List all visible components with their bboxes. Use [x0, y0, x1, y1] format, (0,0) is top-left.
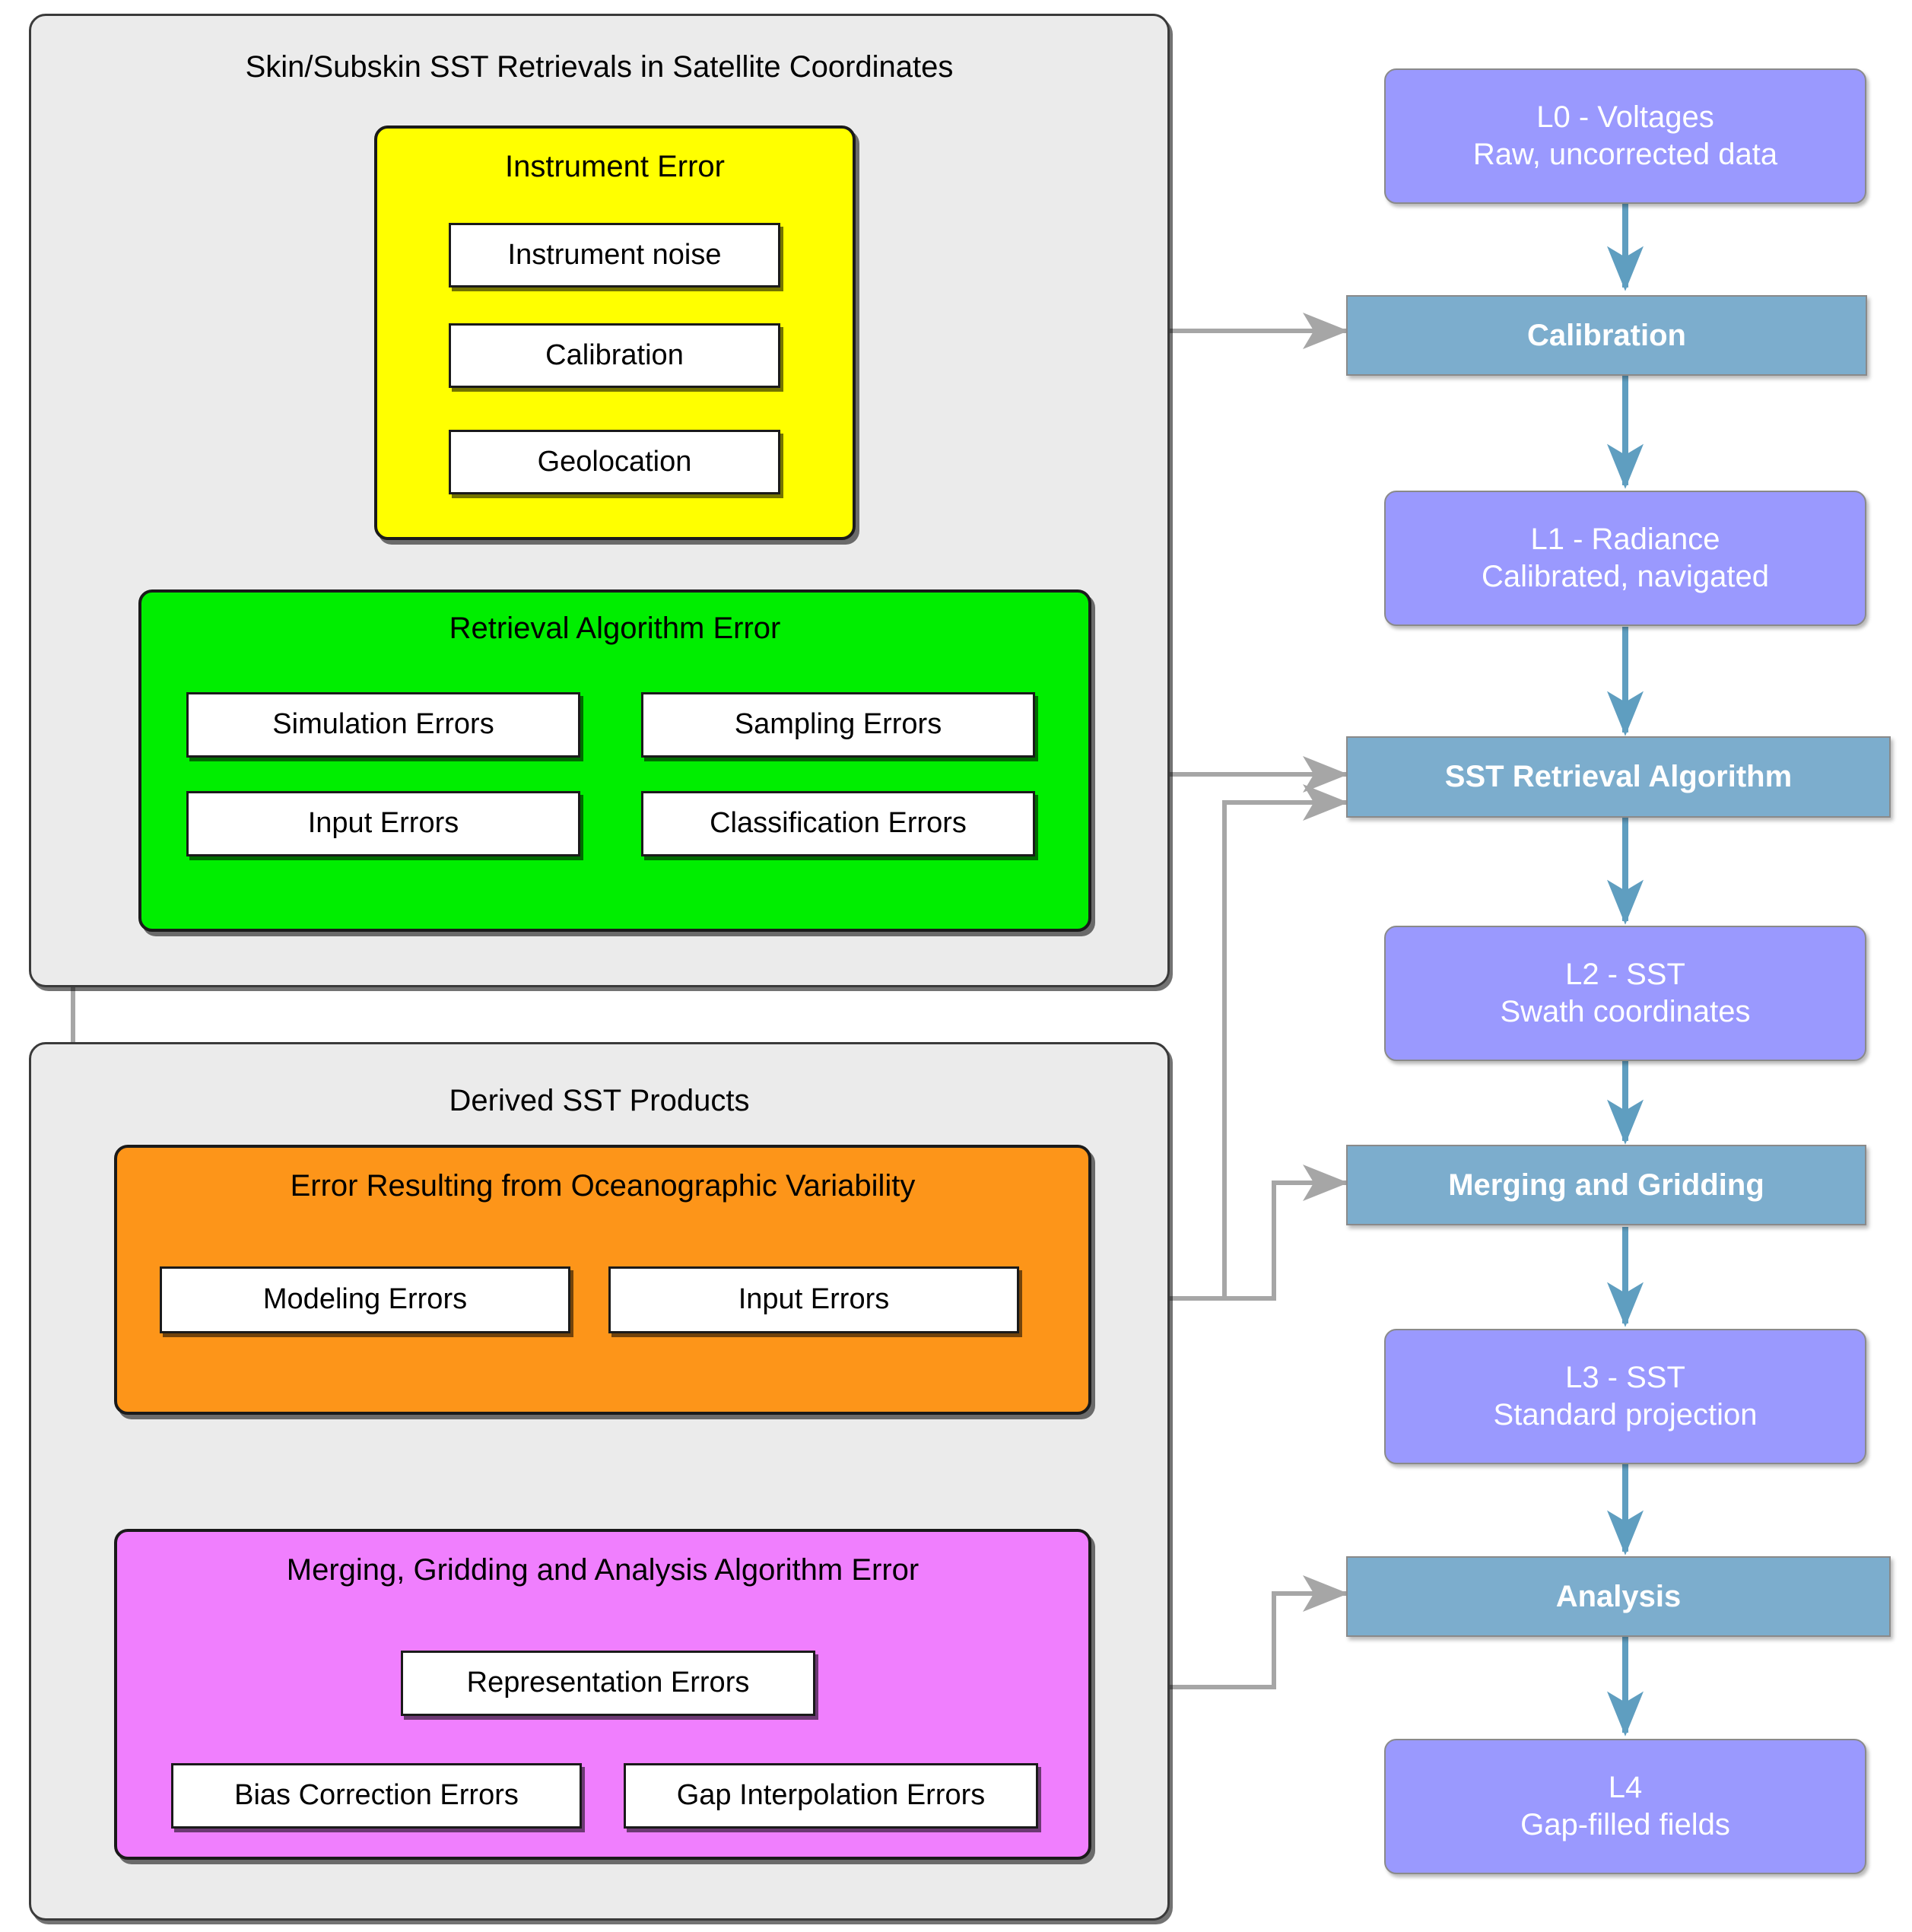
- leaf-classification-errors: Classification Errors: [641, 791, 1035, 856]
- leaf-calibration: Calibration: [449, 323, 780, 388]
- pipeline-step-l1-radiance: L1 - Radiance Calibrated, navigated: [1384, 491, 1866, 626]
- pipeline-step-l4-line2: Gap-filled fields: [1520, 1808, 1730, 1841]
- pipeline-step-l3-sst-line2: Standard projection: [1493, 1398, 1758, 1432]
- pipeline-step-l2-sst-line2: Swath coordinates: [1500, 995, 1751, 1028]
- leaf-input-errors-retrieval: Input Errors: [186, 791, 580, 856]
- group-derived-products-title: Derived SST Products: [449, 1084, 750, 1117]
- pipeline-step-l0-voltages-line1: L0 - Voltages: [1536, 100, 1714, 135]
- pipeline-step-l2-sst: L2 - SST Swath coordinates: [1384, 926, 1866, 1061]
- pipeline-step-l2-sst-line1: L2 - SST: [1565, 958, 1685, 992]
- pipeline-step-l3-sst-line1: L3 - SST: [1565, 1361, 1685, 1395]
- group-satellite-coordinates-title: Skin/Subskin SST Retrievals in Satellite…: [245, 50, 954, 84]
- pipeline-step-merging-and-gridding: Merging and Gridding: [1346, 1145, 1866, 1225]
- pipeline-step-l1-radiance-line1: L1 - Radiance: [1530, 523, 1720, 557]
- pipeline-step-merging-and-gridding-label: Merging and Gridding: [1448, 1168, 1764, 1202]
- pipeline-step-l1-radiance-line2: Calibrated, navigated: [1481, 560, 1770, 593]
- pipeline-step-sst-retrieval-algorithm-label: SST Retrieval Algorithm: [1444, 760, 1793, 793]
- category-retrieval-algorithm-error: Retrieval Algorithm Error: [138, 589, 1091, 932]
- pipeline-step-l3-sst: L3 - SST Standard projection: [1384, 1329, 1866, 1464]
- pipeline-step-l0-voltages: L0 - Voltages Raw, uncorrected data: [1384, 68, 1866, 204]
- pipeline-step-calibration: Calibration: [1346, 295, 1867, 376]
- leaf-instrument-noise: Instrument noise: [449, 223, 780, 288]
- leaf-modeling-errors: Modeling Errors: [160, 1266, 570, 1333]
- category-oceanographic-variability-error-title: Error Resulting from Oceanographic Varia…: [290, 1169, 916, 1203]
- pipeline-step-analysis-label: Analysis: [1555, 1579, 1682, 1613]
- pipeline-step-l4: L4 Gap-filled fields: [1384, 1739, 1866, 1874]
- leaf-simulation-errors: Simulation Errors: [186, 692, 580, 758]
- category-instrument-error-title: Instrument Error: [505, 150, 725, 183]
- leaf-bias-correction-errors: Bias Correction Errors: [171, 1763, 582, 1829]
- leaf-representation-errors: Representation Errors: [401, 1651, 815, 1716]
- pipeline-step-l0-voltages-line2: Raw, uncorrected data: [1472, 138, 1778, 171]
- pipeline-step-sst-retrieval-algorithm: SST Retrieval Algorithm: [1346, 736, 1891, 818]
- leaf-gap-interpolation-errors: Gap Interpolation Errors: [624, 1763, 1038, 1829]
- category-merging-gridding-analysis-error-title: Merging, Gridding and Analysis Algorithm…: [286, 1553, 919, 1587]
- leaf-input-errors-oceanographic: Input Errors: [608, 1266, 1019, 1333]
- leaf-sampling-errors: Sampling Errors: [641, 692, 1035, 758]
- category-retrieval-algorithm-error-title: Retrieval Algorithm Error: [449, 612, 781, 645]
- leaf-geolocation: Geolocation: [449, 430, 780, 494]
- pipeline-step-l4-line1: L4: [1608, 1771, 1643, 1805]
- pipeline-step-analysis: Analysis: [1346, 1556, 1891, 1637]
- pipeline-step-calibration-label: Calibration: [1527, 318, 1686, 352]
